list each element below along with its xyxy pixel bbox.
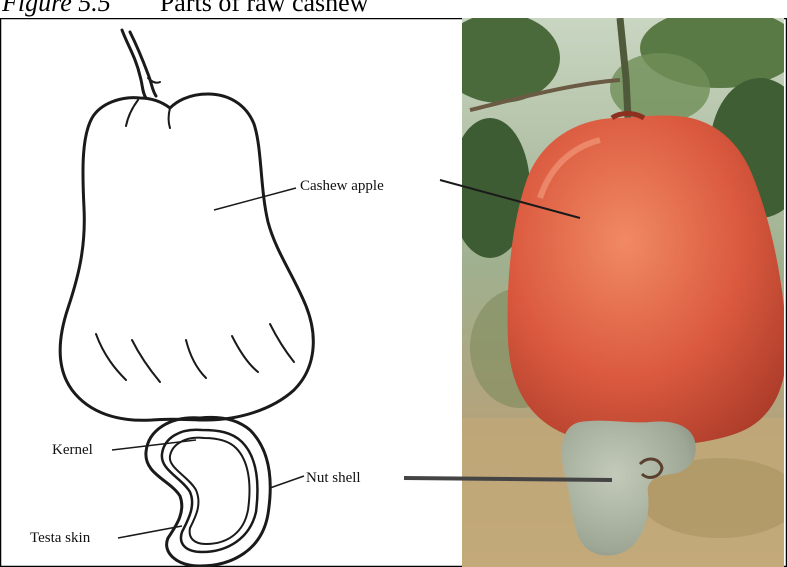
- cashew-photo: [440, 18, 787, 567]
- figure-caption: Figure 5.5 Parts of raw cashew: [0, 0, 787, 18]
- label-kernel: Kernel: [52, 442, 93, 458]
- leader-nut-shell-photo: [404, 478, 612, 480]
- label-nut-shell: Nut shell: [306, 470, 361, 486]
- label-cashew-apple: Cashew apple: [300, 178, 384, 194]
- figure-title: Parts of raw cashew: [160, 0, 369, 17]
- figure-label: Figure 5.5: [2, 0, 111, 17]
- label-testa-skin: Testa skin: [30, 530, 91, 546]
- cashew-apple-photo: [508, 115, 787, 446]
- figure-panel: Cashew apple Kernel Nut shell Testa skin: [0, 18, 787, 567]
